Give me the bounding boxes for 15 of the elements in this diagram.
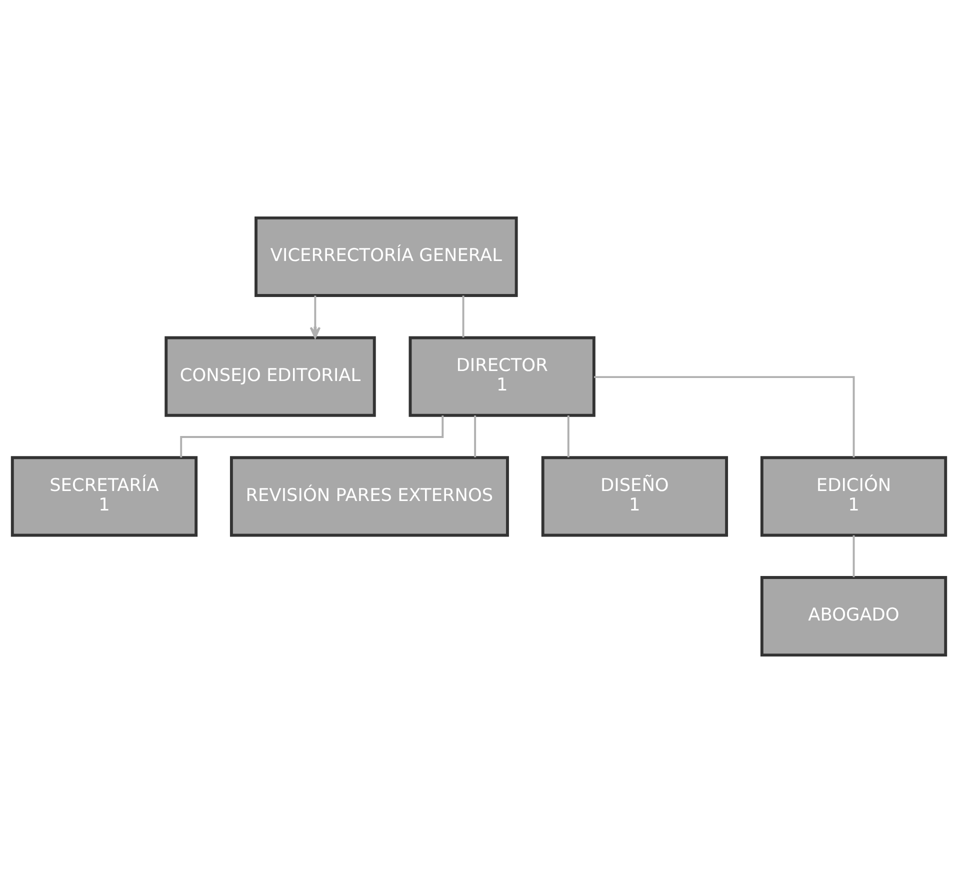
node-box: REVISIÓN PARES EXTERNOS [230,456,509,537]
node-box: EDICIÓN 1 [760,456,948,537]
arrow [310,296,321,338]
node-box: CONSEJO EDITORIAL [164,336,376,417]
connector [852,535,855,578]
node-box: DISEÑO 1 [541,456,728,537]
connector [594,376,855,458]
connector [462,296,464,338]
node-box: ABOGADO [760,576,948,657]
connector [567,416,570,458]
connector [474,416,476,458]
node-box: VICERRECTORÍA GENERAL [254,216,518,297]
node-box: DIRECTOR 1 [408,336,596,417]
connector [180,416,444,458]
node-box: SECRETARÍA 1 [10,456,198,537]
